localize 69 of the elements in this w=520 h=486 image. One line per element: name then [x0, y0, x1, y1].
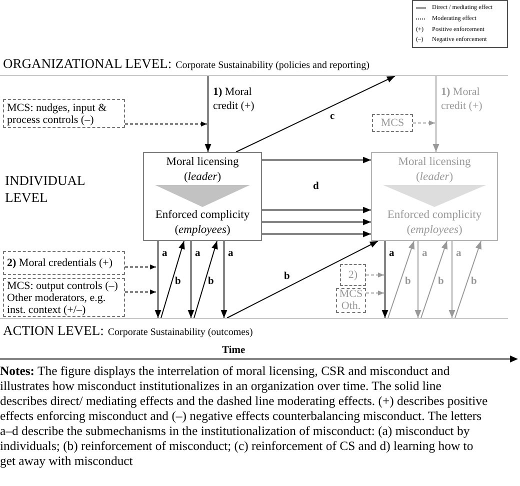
concept-box	[143, 152, 262, 241]
edge-label: b	[284, 271, 290, 283]
node-label: MCS: nudges, input & process controls (–)	[7, 102, 108, 126]
node-label: MCS	[339, 289, 363, 300]
concept-box	[371, 152, 498, 241]
node-label: Enforced complicity (employees)	[154, 208, 251, 237]
arrow	[262, 156, 372, 164]
node-label: Moral licensing (leader)	[165, 155, 240, 184]
arrow	[432, 76, 440, 152]
dashed-arrow	[366, 290, 384, 296]
moderator-box	[340, 264, 366, 286]
node-label: Enforced complicity (employees)	[386, 208, 483, 237]
arrow	[154, 240, 162, 318]
arrow	[454, 240, 482, 318]
moderator-box	[3, 251, 125, 275]
edge-label: 1) Moral credit (+)	[213, 85, 256, 113]
level-subheading: Corporate Sustainability (policies and reporting)	[176, 60, 370, 71]
arrow	[188, 240, 194, 318]
level-label: INDIVIDUAL LEVEL	[5, 172, 86, 206]
node-label: 2)	[348, 269, 358, 281]
node-label: Other moderators, e.g. inst. context (+/–)	[7, 292, 107, 316]
dashed-arrow	[124, 264, 156, 270]
edge-label: a	[422, 248, 428, 260]
arrow	[382, 240, 388, 318]
arrow	[160, 240, 185, 318]
arrow	[262, 230, 372, 238]
node-label: 2) Moral credentials (+)	[7, 257, 112, 269]
arrow	[388, 240, 415, 318]
arrow	[448, 240, 456, 318]
edge-label: a	[456, 248, 462, 260]
node-label: MCS	[380, 117, 404, 129]
arrow	[262, 218, 372, 226]
node-label: MCS: output controls (–)	[7, 280, 118, 292]
moderator-box	[372, 114, 413, 132]
dashed-arrow	[412, 120, 436, 126]
edge-label: a	[389, 248, 394, 260]
notes-paragraph: Notes: The figure displays the interrelation of moral licensing, CSR and misconduct and illustrates how misconduct institutionalizes in an organization over time. The solid line describes direct/ mediating effects and the dashed line moderating effects. (+) describes positive effects enforcing misconduct and (–) negative effects counterbalancing misconduct. The letters a–d describe the submechanisms in the institutionalization of misconduct: (a) misconduct by individuals; (b) reinforcement of misconduct; (c) reinforcement of CS and d) learning how to get away with misconduct	[0, 364, 489, 469]
moderator-box	[336, 288, 366, 313]
edge-label: a	[228, 248, 234, 260]
edge-label: a	[162, 248, 168, 260]
arrow	[414, 240, 422, 318]
moderator-box	[3, 99, 125, 128]
dashed-arrow	[366, 272, 384, 278]
dashed-arrow	[124, 290, 156, 294]
edge-label: b	[438, 276, 444, 288]
level-subheading: Corporate Sustainability (outcomes)	[108, 327, 253, 338]
edge-label: b	[405, 276, 411, 288]
arrow	[226, 240, 378, 318]
edge-label: a	[195, 248, 200, 260]
moderator-box	[3, 278, 125, 317]
arrow	[420, 240, 448, 318]
level-band	[0, 318, 508, 340]
edge-label: b	[208, 276, 214, 288]
axis-label: Time	[222, 345, 246, 357]
dashed-arrow	[124, 122, 208, 126]
node-label: Oth.	[341, 300, 361, 312]
arrow	[220, 240, 228, 318]
edge-label: c	[330, 111, 335, 123]
edge-label: b	[175, 276, 181, 288]
node-label: Moral licensing (leader)	[397, 155, 472, 184]
edge-label: d	[313, 181, 319, 193]
arrow	[194, 240, 218, 318]
level-heading: ACTION LEVEL:	[3, 323, 104, 338]
level-heading: ORGANIZATIONAL LEVEL:	[3, 56, 172, 71]
arrow	[236, 76, 396, 152]
edge-label: 1) Moral credit (+)	[441, 85, 484, 113]
edge-label: b	[471, 276, 477, 288]
arrow	[262, 206, 372, 214]
arrow	[204, 76, 212, 152]
